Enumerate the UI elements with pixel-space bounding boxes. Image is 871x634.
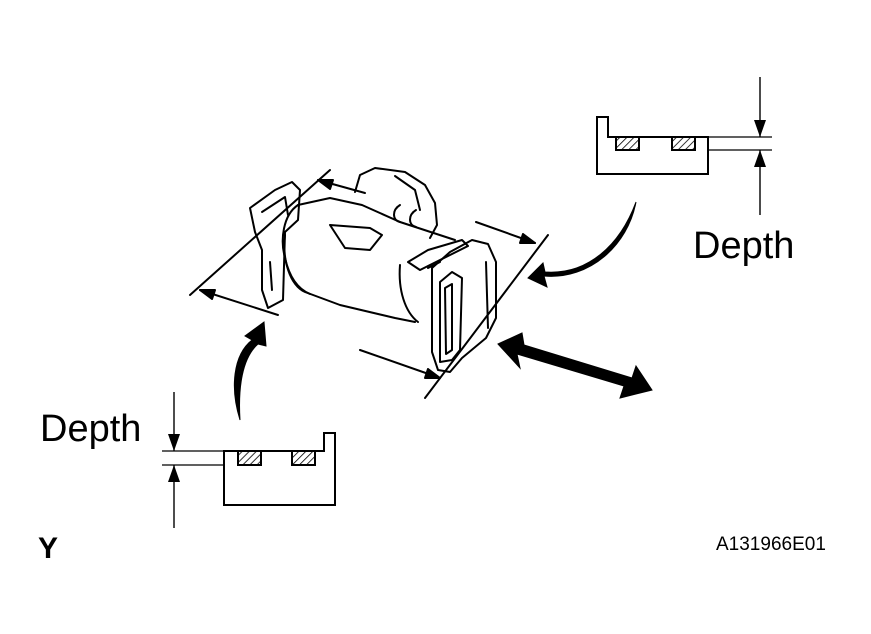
curved-arrow-left-icon <box>233 321 267 421</box>
depth-detail-bottom <box>162 392 336 528</box>
depth-label-bottom: Depth <box>40 408 142 450</box>
depth-detail-top <box>596 77 772 215</box>
dimension-lines <box>189 169 549 399</box>
double-arrow-icon <box>497 332 653 399</box>
connector-body <box>249 167 497 373</box>
arrows <box>233 201 653 421</box>
curved-arrow-right-icon <box>527 201 637 288</box>
depth-label-top: Depth <box>693 225 795 267</box>
figure-id: A131966E01 <box>716 534 826 555</box>
view-letter: Y <box>38 532 59 565</box>
